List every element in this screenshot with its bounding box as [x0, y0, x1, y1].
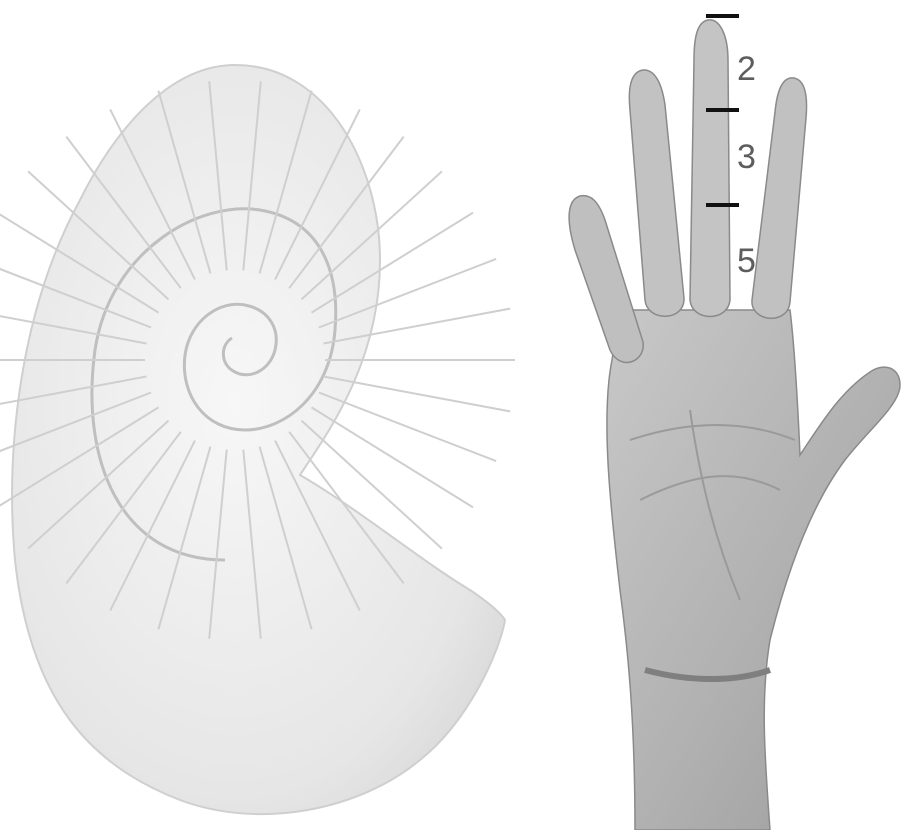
index-finger — [752, 78, 807, 318]
middle-finger — [690, 20, 730, 317]
ring-finger — [629, 70, 684, 316]
segment-label-3: 3 — [737, 138, 756, 176]
nautilus-shell — [0, 65, 515, 814]
shell-outline — [12, 65, 505, 814]
hand-palm — [607, 310, 900, 830]
little-finger — [569, 196, 643, 363]
segment-label-5: 5 — [737, 242, 756, 280]
segment-label-2: 2 — [737, 50, 756, 88]
open-hand — [569, 20, 900, 830]
